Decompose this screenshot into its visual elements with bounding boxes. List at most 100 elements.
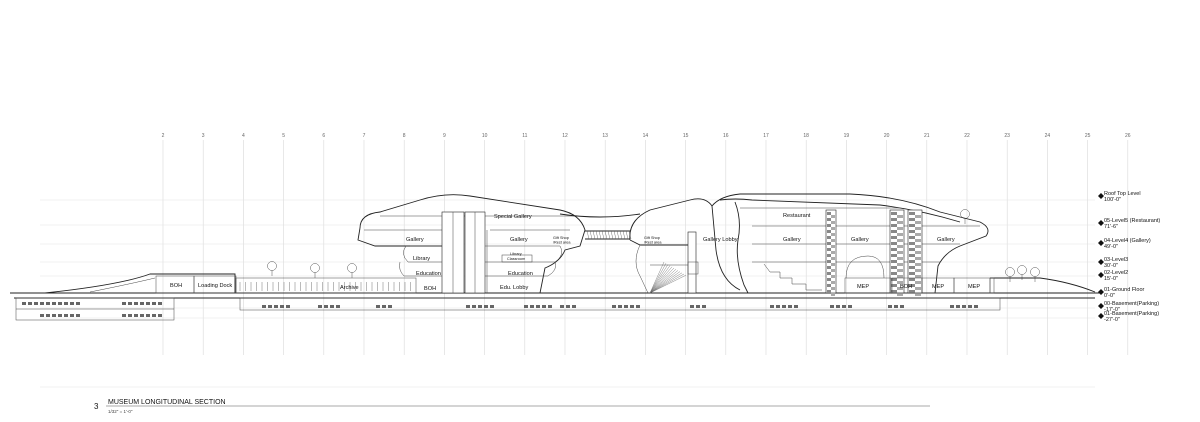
- level-diamond-icon: [1098, 289, 1104, 295]
- hatch-cell: [915, 293, 921, 296]
- grid-number: 23: [1004, 133, 1010, 139]
- level-elevation: 15'-0": [1104, 276, 1118, 282]
- stair-tread: [649, 263, 667, 294]
- room-boh-left: BOH: [170, 283, 182, 289]
- truss-member: [604, 230, 608, 240]
- hatch-cell: [909, 284, 915, 287]
- hatch-cell: [915, 269, 921, 272]
- car-icon: [158, 314, 162, 317]
- hatch-cell: [915, 239, 921, 242]
- car-icon: [34, 302, 38, 305]
- stair-tread: [649, 269, 677, 294]
- stair-tread: [649, 265, 671, 294]
- hatch-cell: [897, 221, 903, 224]
- car-icon: [336, 305, 340, 308]
- truss-member: [589, 230, 593, 240]
- hatch-cell: [831, 257, 835, 260]
- left-ramp: [44, 273, 236, 294]
- hatch-cell: [915, 227, 921, 230]
- room-classroom: Classroom: [507, 257, 525, 261]
- car-icon: [894, 305, 898, 308]
- car-icon: [274, 305, 278, 308]
- title-scale: 1/32" = 1'-0": [108, 409, 133, 414]
- parked-cars: [22, 302, 978, 317]
- hatch-cell: [897, 227, 903, 230]
- hatch-cell: [915, 263, 921, 266]
- car-icon: [968, 305, 972, 308]
- car-icon: [696, 305, 700, 308]
- stair: [649, 261, 687, 294]
- hatch-cell: [831, 281, 835, 284]
- car-icon: [888, 305, 892, 308]
- car-icon: [690, 305, 694, 308]
- hatch-cell: [891, 230, 897, 233]
- car-icon: [152, 302, 156, 305]
- level-name: 04-Level4 (Gallery): [1104, 238, 1151, 244]
- hatch-cell: [897, 281, 903, 284]
- truss-member: [607, 230, 611, 240]
- car-icon: [40, 314, 44, 317]
- hatch-cell: [831, 215, 835, 218]
- car-icon: [134, 314, 138, 317]
- grid-number: 20: [884, 133, 890, 139]
- hatch-cell: [891, 260, 897, 263]
- hatch-cell: [891, 272, 897, 275]
- truss-member: [595, 230, 599, 240]
- title-block: 3 MUSEUM LONGITUDINAL SECTION 1/32" = 1'…: [40, 386, 1095, 414]
- hatch-cell: [827, 230, 831, 233]
- hatch-cell: [831, 245, 835, 248]
- hatch-cell: [909, 230, 915, 233]
- hatch-cell: [891, 278, 897, 281]
- tree-icon: [1017, 265, 1027, 280]
- car-icon: [134, 302, 138, 305]
- hatch-cell: [831, 263, 835, 266]
- car-icon: [268, 305, 272, 308]
- room-mep-2: MEP: [932, 284, 944, 290]
- car-icon: [58, 302, 62, 305]
- hatch-cell: [909, 224, 915, 227]
- hatch-cell: [909, 254, 915, 257]
- hatch-cell: [827, 290, 831, 293]
- hatch-cell: [827, 272, 831, 275]
- hatch-cell: [915, 215, 921, 218]
- car-icon: [140, 302, 144, 305]
- hatch-cell: [909, 218, 915, 221]
- hatch-cell: [827, 224, 831, 227]
- grid-number: 3: [202, 133, 205, 139]
- car-icon: [542, 305, 546, 308]
- hatch-cell: [827, 266, 831, 269]
- car-icon: [702, 305, 706, 308]
- car-icon: [630, 305, 634, 308]
- car-icon: [46, 314, 50, 317]
- hatch-cell: [831, 287, 835, 290]
- hatch-cell: [897, 239, 903, 242]
- truss-member: [622, 230, 626, 240]
- hatch-cell: [897, 275, 903, 278]
- car-icon: [572, 305, 576, 308]
- hatch-cell: [909, 266, 915, 269]
- car-icon: [70, 314, 74, 317]
- car-icon: [566, 305, 570, 308]
- trees: [267, 209, 1040, 282]
- room-labels: BOH Loading Dock Archive BOH Library Edu…: [170, 213, 980, 292]
- grid-number: 17: [763, 133, 769, 139]
- room-mep-1: MEP: [857, 284, 869, 290]
- car-icon: [472, 305, 476, 308]
- car-icon: [782, 305, 786, 308]
- hatch-cell: [827, 242, 831, 245]
- room-loading-dock: Loading Dock: [198, 283, 232, 289]
- tree-icon: [960, 209, 970, 224]
- car-icon: [536, 305, 540, 308]
- level-elevation: -27'-0": [1104, 317, 1120, 323]
- grid-number: 2: [162, 133, 165, 139]
- car-icon: [128, 314, 132, 317]
- grid-number: 13: [602, 133, 608, 139]
- truss-member: [625, 230, 629, 240]
- stair-tread: [649, 267, 675, 294]
- car-icon: [484, 305, 488, 308]
- hatch-cell: [891, 254, 897, 257]
- car-icon: [70, 302, 74, 305]
- tree-icon: [1030, 267, 1040, 282]
